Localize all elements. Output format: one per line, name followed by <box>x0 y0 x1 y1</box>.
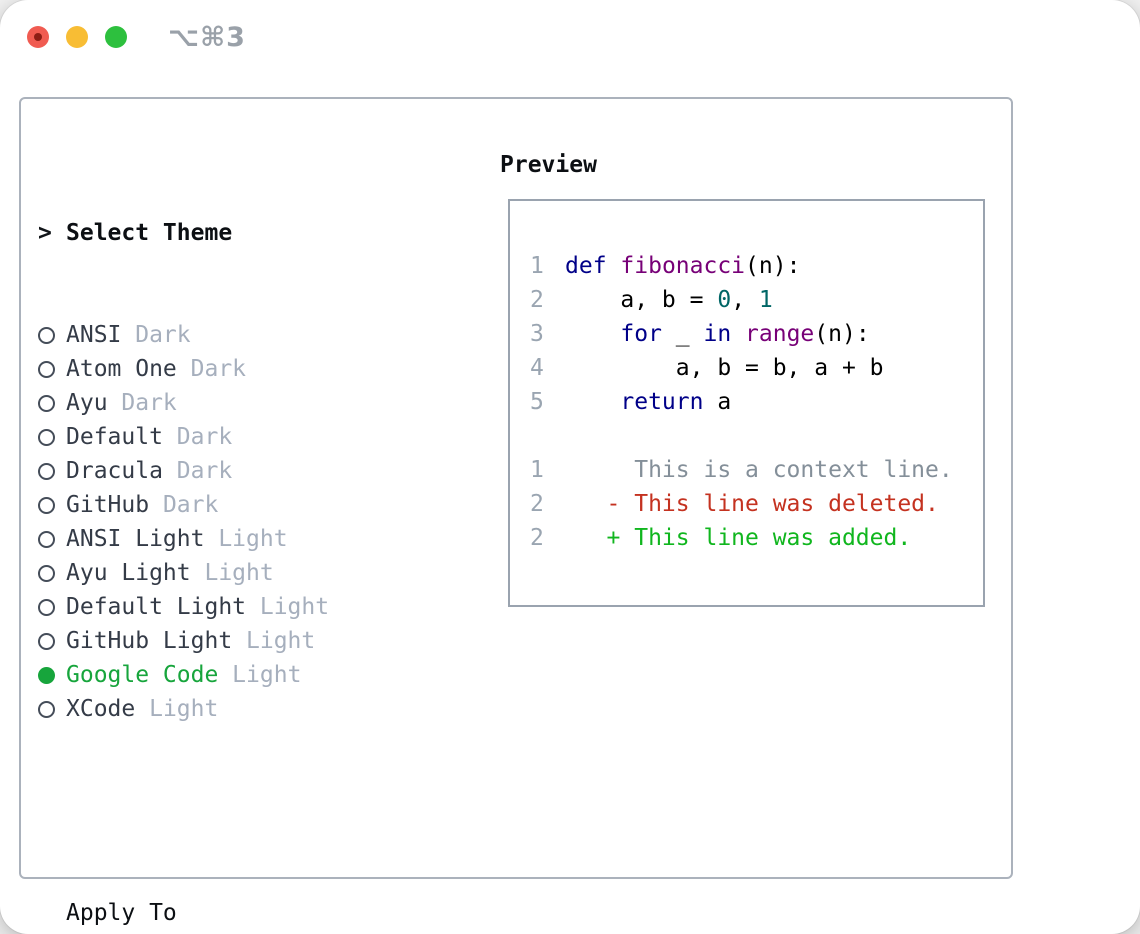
theme-variant-label: Light <box>218 662 302 688</box>
line-number: 4 <box>530 355 544 381</box>
code-line: 3 for _ in range(n): <box>530 317 983 351</box>
radio-selected-icon <box>38 666 55 684</box>
theme-option-ayu[interactable]: Ayu Dark <box>38 386 500 420</box>
theme-variant-label: Light <box>232 628 316 654</box>
radio-unselected-icon <box>38 394 55 412</box>
radio-unselected-icon <box>38 462 55 480</box>
theme-option-atom-one[interactable]: Atom One Dark <box>38 352 500 386</box>
code-line: 5 return a <box>530 385 983 419</box>
theme-variant-label: Dark <box>121 322 191 348</box>
apply-to-heading-row: Apply To <box>38 896 500 930</box>
theme-variant-label: Light <box>135 696 219 722</box>
diff-line-context: 1 This is a context line. <box>530 453 983 487</box>
window-title: ⌥⌘3 <box>168 22 246 53</box>
theme-variant-label: Light <box>204 526 288 552</box>
preview-heading: Preview <box>500 152 597 178</box>
theme-option-label: ANSI Light <box>66 526 205 552</box>
close-button[interactable] <box>27 26 49 48</box>
theme-option-default-light[interactable]: Default Light Light <box>38 590 500 624</box>
diff-line-deletion: 2 - This line was deleted. <box>530 487 983 521</box>
radio-unselected-icon <box>38 428 55 446</box>
theme-variant-label: Dark <box>162 424 233 450</box>
line-number: 1 <box>530 253 544 279</box>
theme-option-ansi-light[interactable]: ANSI Light Light <box>38 522 500 556</box>
diff-preview: 1 This is a context line.2 - This line w… <box>530 453 983 555</box>
theme-option-label: Atom One <box>66 356 177 382</box>
theme-option-label: ANSI <box>66 322 122 348</box>
theme-option-label: Ayu <box>66 390 108 416</box>
line-number: 2 <box>530 525 544 551</box>
apply-to-heading: Apply To <box>66 900 177 926</box>
theme-option-xcode[interactable]: XCode Light <box>38 692 500 726</box>
radio-unselected-icon <box>38 598 55 616</box>
theme-option-label: GitHub <box>66 492 150 518</box>
code-line: 4 a, b = b, a + b <box>530 351 983 385</box>
spacer <box>38 794 500 828</box>
radio-unselected-icon <box>38 496 55 514</box>
theme-option-label: GitHub Light <box>66 628 233 654</box>
radio-unselected-icon <box>38 326 55 344</box>
theme-option-ansi[interactable]: ANSI Dark <box>38 318 500 352</box>
radio-unselected-icon <box>38 564 55 582</box>
theme-option-ayu-light[interactable]: Ayu Light Light <box>38 556 500 590</box>
theme-option-label: Ayu Light <box>66 560 191 586</box>
theme-option-label: Google Code <box>66 662 219 688</box>
code-line: 2 a, b = 0, 1 <box>530 283 983 317</box>
theme-option-label: Default <box>66 424 163 450</box>
line-number: 1 <box>530 457 544 483</box>
theme-variant-label: Light <box>246 594 330 620</box>
line-number: 2 <box>530 287 544 313</box>
radio-unselected-icon <box>38 700 55 718</box>
window-controls <box>27 26 127 48</box>
line-number: 5 <box>530 389 544 415</box>
theme-variant-label: Dark <box>107 390 177 416</box>
theme-option-label: Dracula <box>66 458 163 484</box>
theme-option-dracula[interactable]: Dracula Dark <box>38 454 500 488</box>
theme-variant-label: Dark <box>162 458 233 484</box>
theme-option-label: Default Light <box>66 594 247 620</box>
cursor-icon: > <box>38 220 52 246</box>
select-theme-heading: Select Theme <box>66 220 233 246</box>
minimize-button[interactable] <box>66 26 88 48</box>
zoom-button[interactable] <box>105 26 127 48</box>
theme-option-github-light[interactable]: GitHub Light Light <box>38 624 500 658</box>
theme-variant-label: Light <box>190 560 274 586</box>
radio-unselected-icon <box>38 360 55 378</box>
theme-option-label: XCode <box>66 696 136 722</box>
theme-option-google-code[interactable]: Google Code Light <box>38 658 500 692</box>
theme-option-github[interactable]: GitHub Dark <box>38 488 500 522</box>
line-number: 2 <box>530 491 544 517</box>
line-number: 3 <box>530 321 544 347</box>
theme-option-default[interactable]: Default Dark <box>38 420 500 454</box>
select-theme-heading-row: > Select Theme <box>38 216 500 250</box>
radio-unselected-icon <box>38 632 55 650</box>
radio-unselected-icon <box>38 530 55 548</box>
theme-variant-label: Dark <box>176 356 247 382</box>
diff-line-addition: 2 + This line was added. <box>530 521 983 555</box>
theme-variant-label: Dark <box>149 492 219 518</box>
title-bar: ⌥⌘3 <box>0 0 1140 75</box>
